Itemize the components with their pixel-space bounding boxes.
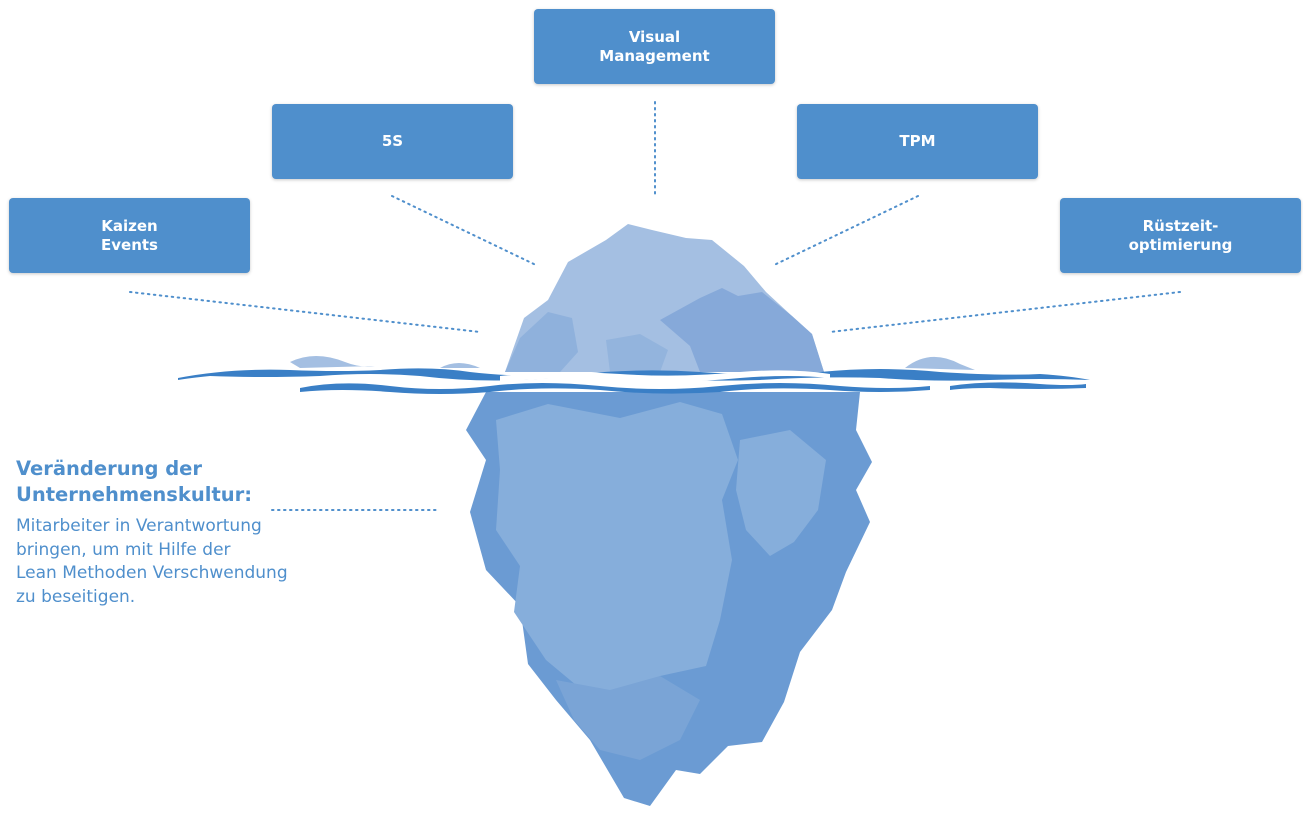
iceberg-underwater-facet-low (556, 676, 700, 760)
iceberg-underwater-facet-main (496, 402, 738, 704)
culture-section: Veränderung der Unternehmenskultur: Mita… (16, 456, 356, 609)
culture-text-line-2: bringen, um mit Hilfe der (16, 539, 231, 560)
culture-heading-line-1: Veränderung der (16, 457, 203, 480)
water-wave-right (950, 382, 1086, 390)
ruestzeitoptimierung-label: Rüstzeit- optimierung (1128, 216, 1233, 254)
culture-description: Mitarbeiter in Verantwortung bringen, um… (16, 515, 356, 609)
connector-kaizen (129, 291, 481, 333)
kaizen-events-label: Kaizen Events (101, 216, 158, 254)
5s-label: 5S (381, 132, 404, 150)
culture-text-line-4: zu beseitigen. (16, 586, 136, 607)
water-wave-upper (178, 368, 1090, 381)
connector-5s (391, 195, 539, 267)
iceberg-top-facet-mid (606, 334, 668, 372)
culture-text-line-3: Lean Methoden Verschwendung (16, 563, 288, 583)
culture-heading-line-2: Unternehmenskultur: (16, 483, 253, 506)
ice-floe-left (290, 356, 375, 368)
iceberg-underwater-facet-right (736, 430, 826, 556)
visual-management-box: Visual Management (534, 9, 775, 84)
tpm-box: TPM (797, 104, 1038, 179)
connector-ruestzeit (829, 291, 1181, 333)
iceberg-top-facet-right (660, 288, 824, 372)
connector-tpm (771, 195, 919, 267)
culture-heading: Veränderung der Unternehmenskultur: (16, 456, 356, 508)
iceberg-top-facet-left (505, 312, 578, 372)
visual-management-label: Visual Management (599, 27, 710, 65)
waterline-highlight (500, 370, 830, 382)
5s-box: 5S (272, 104, 513, 179)
water-wave-lower (300, 383, 930, 394)
kaizen-events-box: Kaizen Events (9, 198, 250, 273)
culture-text-line-1: Mitarbeiter in Verantwortung (16, 516, 262, 536)
tpm-label: TPM (899, 132, 936, 150)
ice-floe-right (905, 356, 975, 370)
ice-floe-left-2 (440, 363, 480, 368)
ruestzeitoptimierung-box: Rüstzeit- optimierung (1060, 198, 1301, 273)
